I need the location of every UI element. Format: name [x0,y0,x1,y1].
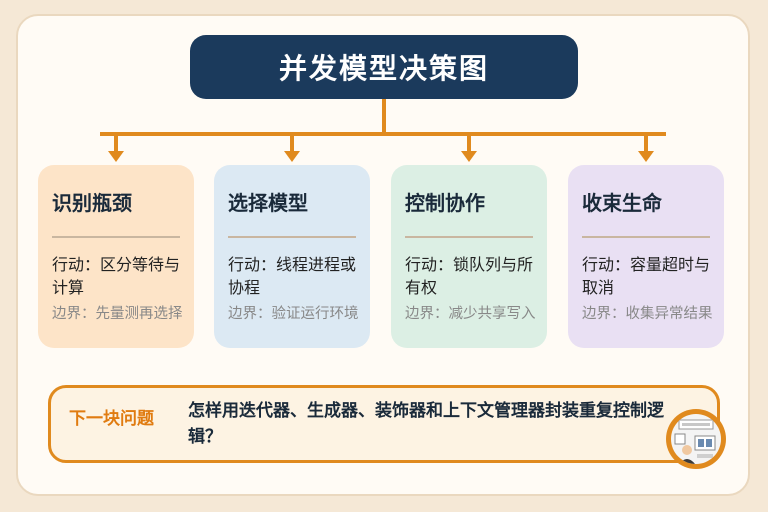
card-action: 行动：容量超时与取消 [582,255,711,297]
card-divider [582,236,710,238]
arrow-4 [638,134,654,162]
arrow-1 [108,134,124,162]
next-question-text: 怎样用迭代器、生成器、装饰器和上下文管理器封装重复控制逻辑？ [188,401,664,447]
card-boundary: 边界：减少共享写入 [405,306,536,322]
arrow-3 [461,134,477,162]
card-title: 控制协作 [405,191,485,215]
card-title: 选择模型 [228,191,308,215]
card-identify-bottleneck: 识别瓶颈 行动：区分等待与计算 边界：先量测再选择 [38,165,194,348]
arrow-2 [284,134,300,162]
card-action: 行动：区分等待与计算 [52,255,181,297]
card-control-cooperation: 控制协作 行动：锁队列与所有权 边界：减少共享写入 [391,165,547,348]
next-question-label: 下一块问题 [69,409,154,429]
card-action: 行动：锁队列与所有权 [405,255,534,297]
card-divider [52,236,180,238]
card-boundary: 边界：先量测再选择 [52,306,183,322]
next-question-box: 下一块问题 怎样用迭代器、生成器、装饰器和上下文管理器封装重复控制逻辑？ [48,385,720,463]
card-boundary: 边界：验证运行环境 [228,306,359,322]
presenter-avatar-icon [666,409,726,469]
card-boundary: 边界：收集异常结果 [582,306,713,322]
card-title: 收束生命 [582,191,662,215]
diagram-title: 并发模型决策图 [190,35,578,99]
card-divider [405,236,533,238]
card-action: 行动：线程进程或协程 [228,255,357,297]
card-choose-model: 选择模型 行动：线程进程或协程 边界：验证运行环境 [214,165,370,348]
card-close-lifecycle: 收束生命 行动：容量超时与取消 边界：收集异常结果 [568,165,724,348]
card-divider [228,236,356,238]
card-title: 识别瓶颈 [52,191,132,215]
